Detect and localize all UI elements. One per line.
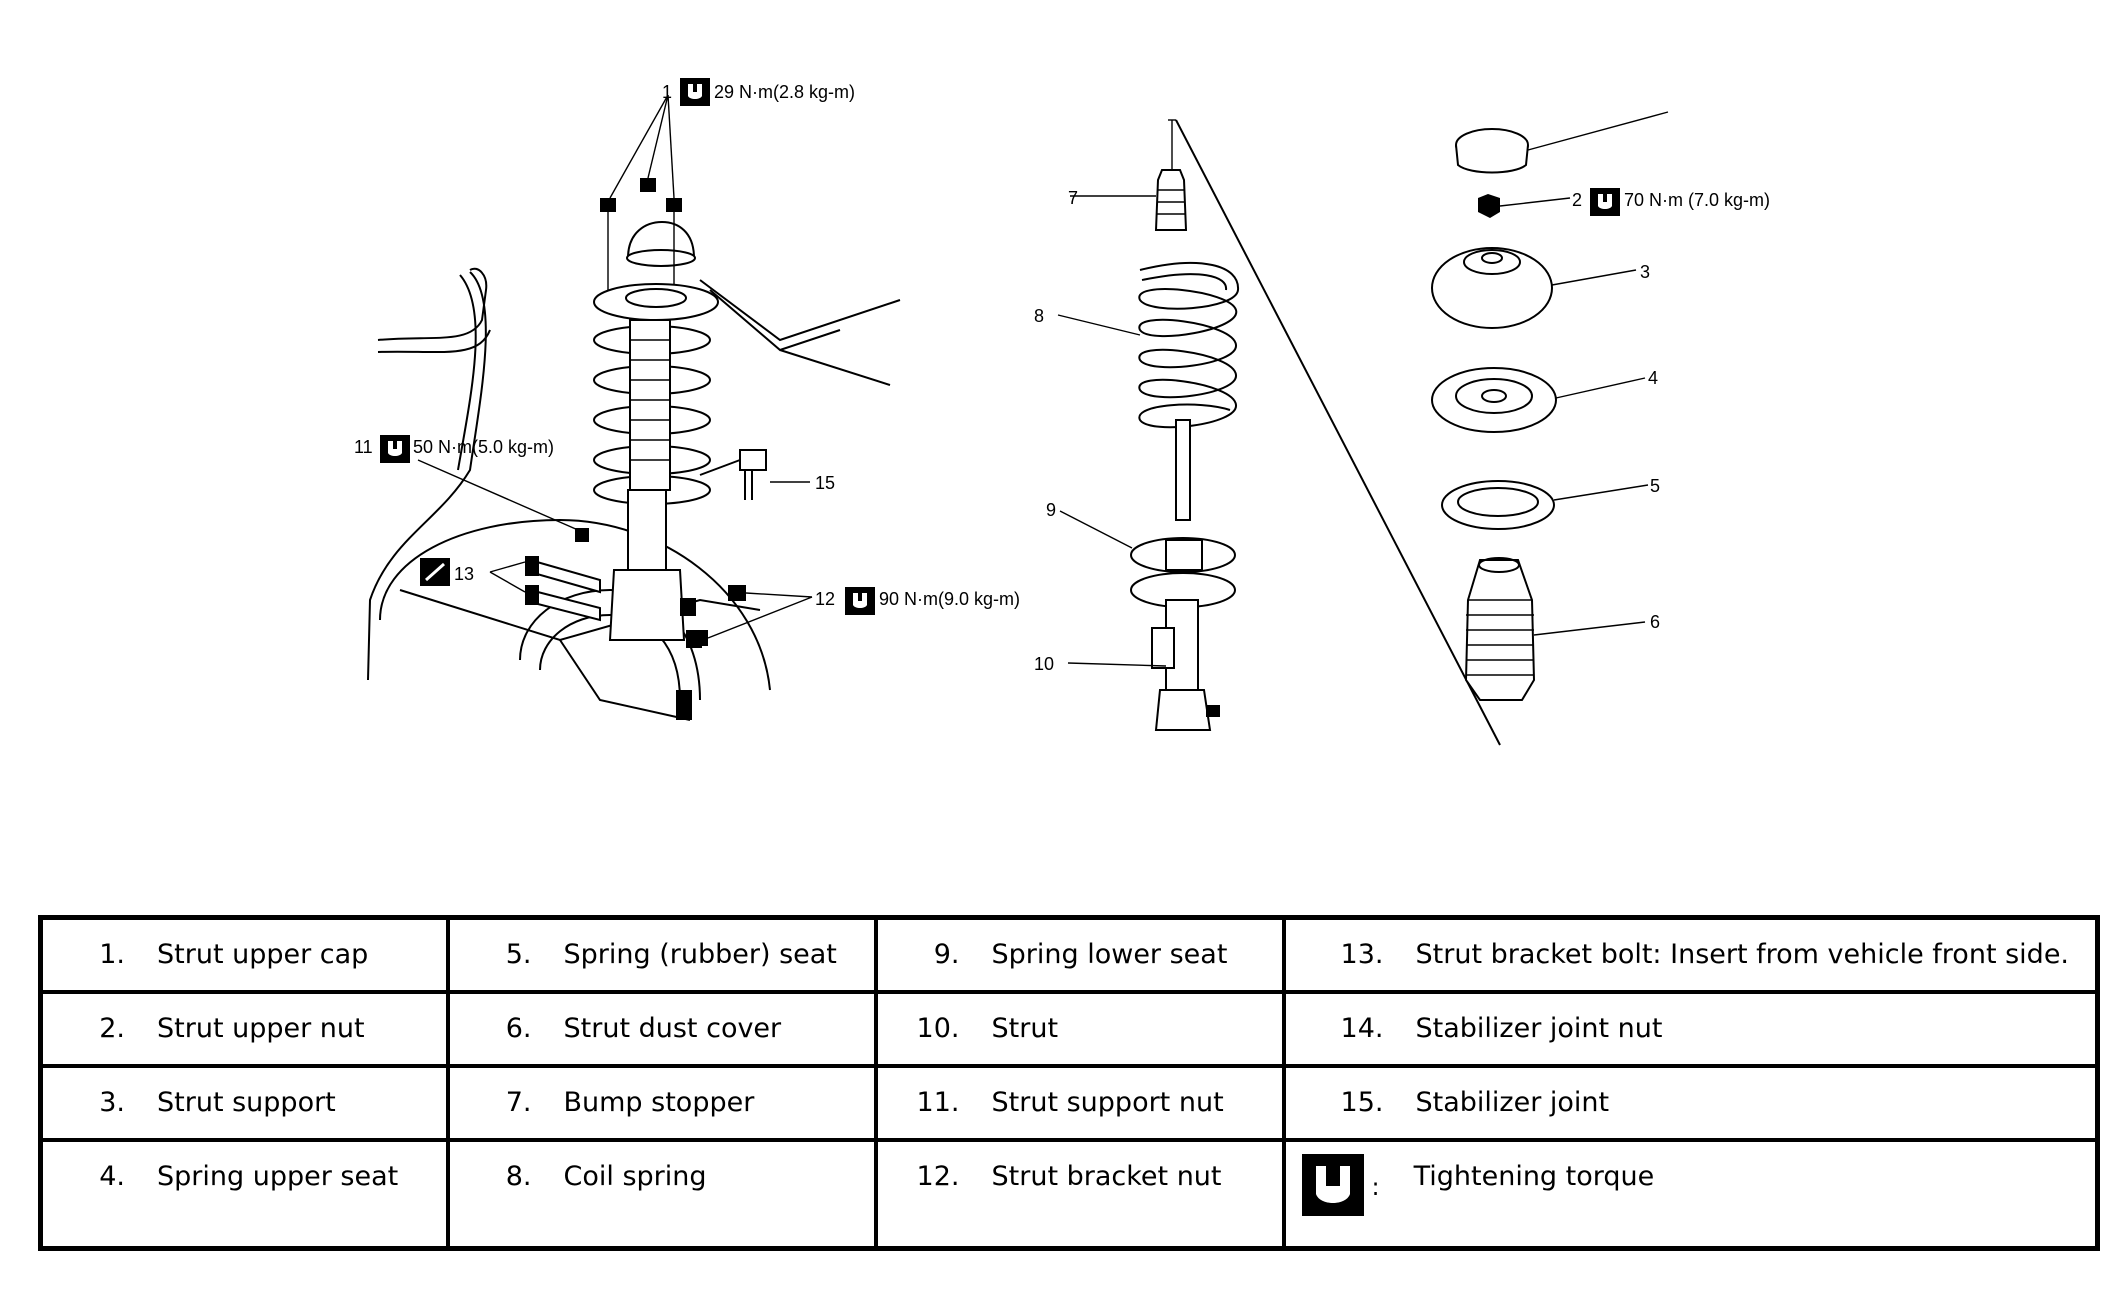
legend-number: 9. — [933, 939, 960, 970]
legend-number: 8. — [505, 1161, 532, 1192]
legend-row: 2. Strut upper nut 6. Strut dust cover 10.… — [38, 990, 2100, 1068]
legend-number: 2. — [99, 1013, 125, 1044]
spring-strut-exploded — [1057, 119, 1240, 731]
legend-label: Strut — [991, 1013, 1059, 1044]
callout-2-torque: 70 N·m (7.0 kg-m) — [1624, 190, 1770, 210]
legend-cell: 14. Stabilizer joint nut — [1281, 990, 2100, 1068]
legend-cell: 4. Spring upper seat — [38, 1138, 450, 1251]
torque-colon: : — [1371, 1173, 1380, 1201]
legend-cell: 15. Stabilizer joint — [1281, 1064, 2100, 1142]
legend-label: Stabilizer joint nut — [1415, 1013, 1663, 1044]
legend-label: Spring upper seat — [157, 1161, 399, 1192]
exploded-view-divider — [1175, 119, 1501, 746]
legend-row: 4. Spring upper seat 8. Coil spring 12. Str… — [38, 1138, 2100, 1251]
legend-label: Bump stopper — [563, 1087, 755, 1118]
callout-1: 1 — [662, 82, 672, 102]
callout-2: 2 — [1572, 190, 1582, 210]
callout-12: 12 — [815, 589, 835, 609]
legend-cell: 9. Spring lower seat — [873, 915, 1286, 994]
legend-row: 1. Strut upper cap 5. Spring (rubber) seat… — [38, 915, 2100, 994]
callout-3: 3 — [1640, 262, 1650, 282]
legend-label: Strut bracket bolt: Insert from vehicle … — [1415, 939, 2070, 970]
legend-label: Strut upper nut — [157, 1013, 365, 1044]
legend-cell: 7. Bump stopper — [445, 1064, 878, 1142]
legend-cell: 8. Coil spring — [445, 1138, 878, 1251]
legend-label: Strut support nut — [991, 1087, 1224, 1118]
legend-label: Strut upper cap — [157, 939, 369, 970]
legend-number: 6. — [505, 1013, 532, 1044]
legend-number: 10. — [916, 1013, 960, 1044]
torque-label: Tightening torque — [1413, 1161, 1655, 1192]
upper-mount-stack — [1431, 111, 1669, 701]
legend-number: 14. — [1340, 1013, 1384, 1044]
legend-number: 5. — [505, 939, 532, 970]
callout-11: 11 — [354, 437, 373, 457]
legend-cell: 12. Strut bracket nut — [873, 1138, 1286, 1251]
callout-7: 7 — [1068, 188, 1078, 208]
callout-13: 13 — [454, 564, 474, 584]
legend-label: Stabilizer joint — [1415, 1087, 1610, 1118]
legend-cell: 10. Strut — [873, 990, 1286, 1068]
legend-cell: 2. Strut upper nut — [38, 990, 450, 1068]
legend-cell: 11. Strut support nut — [873, 1064, 1286, 1142]
legend-row: 3. Strut support 7. Bump stopper 11. Strut … — [38, 1064, 2100, 1142]
legend-number: 3. — [99, 1087, 125, 1118]
callout-8: 8 — [1034, 306, 1044, 326]
torque-wrench-icon — [845, 587, 875, 615]
legend-cell: 5. Spring (rubber) seat — [445, 915, 878, 994]
legend-number: 7. — [505, 1087, 532, 1118]
legend-number: 4. — [99, 1161, 125, 1192]
torque-wrench-icon — [680, 78, 710, 106]
legend-cell: 13. Strut bracket bolt: Insert from vehic… — [1281, 915, 2100, 994]
torque-wrench-icon — [1590, 188, 1620, 216]
bolt-note-icon — [420, 558, 450, 586]
callout-6: 6 — [1650, 612, 1660, 632]
legend-label: Strut dust cover — [563, 1013, 782, 1044]
legend-number: 13. — [1340, 939, 1384, 970]
legend-cell: 3. Strut support — [38, 1064, 450, 1142]
legend-label: Strut support — [157, 1087, 336, 1118]
legend-cell-torque: : Tightening torque — [1281, 1138, 2100, 1251]
parts-legend-table: 1. Strut upper cap 5. Spring (rubber) seat… — [38, 915, 2100, 1251]
torque-wrench-icon — [380, 435, 410, 463]
legend-number: 12. — [916, 1161, 960, 1192]
callout-1-torque: 29 N·m(2.8 kg-m) — [714, 82, 855, 102]
callout-10: 10 — [1034, 654, 1054, 674]
strut-exploded-diagram: 1 29 N·m(2.8 kg-m) 11 50 N·m(5.0 kg-m) 1… — [354, 78, 1770, 746]
legend-label: Coil spring — [563, 1161, 707, 1192]
legend-number: 11. — [916, 1087, 960, 1118]
legend-number: 15. — [1340, 1087, 1384, 1118]
torque-wrench-icon — [1301, 1154, 1364, 1216]
installed-strut-assembly — [367, 94, 901, 721]
callout-15: 15 — [815, 473, 835, 493]
callout-5: 5 — [1650, 476, 1660, 496]
callout-4: 4 — [1648, 368, 1658, 388]
legend-cell: 1. Strut upper cap — [38, 915, 450, 994]
callout-9: 9 — [1046, 500, 1056, 520]
legend-label: Spring lower seat — [991, 939, 1228, 970]
callout-11-torque: 50 N·m(5.0 kg-m) — [413, 437, 554, 457]
legend-label: Spring (rubber) seat — [563, 939, 837, 970]
legend-cell: 6. Strut dust cover — [445, 990, 878, 1068]
legend-label: Strut bracket nut — [991, 1161, 1222, 1192]
callout-12-torque: 90 N·m(9.0 kg-m) — [879, 589, 1020, 609]
legend-number: 1. — [99, 939, 125, 970]
